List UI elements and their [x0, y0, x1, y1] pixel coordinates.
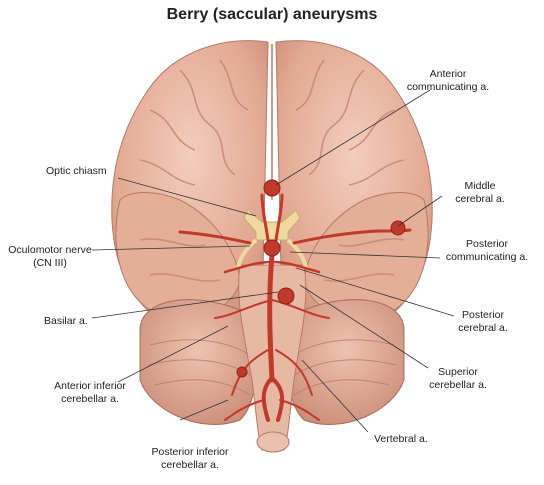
- label-posterior-communicating: Posterior communicating a.: [445, 238, 529, 263]
- aneurysm-anterior-communicating: [263, 179, 281, 197]
- label-posterior-cerebral: Posterior cerebral a.: [458, 309, 508, 334]
- aneurysm-posterior-communicating: [263, 239, 281, 257]
- label-anterior-inferior-cerebellar: Anterior inferior cerebellar a.: [54, 380, 126, 405]
- label-posterior-inferior-cerebellar: Posterior inferior cerebellar a.: [151, 446, 229, 471]
- label-optic-chiasm: Optic chiasm: [46, 165, 107, 177]
- label-vertebral: Vertebral a.: [374, 433, 428, 445]
- optic-chiasm: [243, 209, 301, 241]
- aneurysm-middle-cerebral: [390, 220, 406, 236]
- label-superior-cerebellar: Superior cerebellar a.: [429, 366, 487, 391]
- label-basilar: Basilar a.: [44, 315, 88, 327]
- label-middle-cerebral: Middle cerebral a.: [455, 180, 505, 205]
- label-oculomotor-nerve: Oculomotor nerve (CN III): [8, 244, 92, 269]
- diagram-title: Berry (saccular) aneurysms: [166, 6, 378, 23]
- aneurysm-anterior-inferior-cerebellar: [236, 366, 248, 378]
- right-cerebellum: [287, 299, 405, 425]
- left-temporal-lobe: [115, 192, 241, 319]
- aneurysm-basilar: [277, 287, 295, 305]
- label-anterior-communicating: Anterior communicating a.: [406, 68, 490, 93]
